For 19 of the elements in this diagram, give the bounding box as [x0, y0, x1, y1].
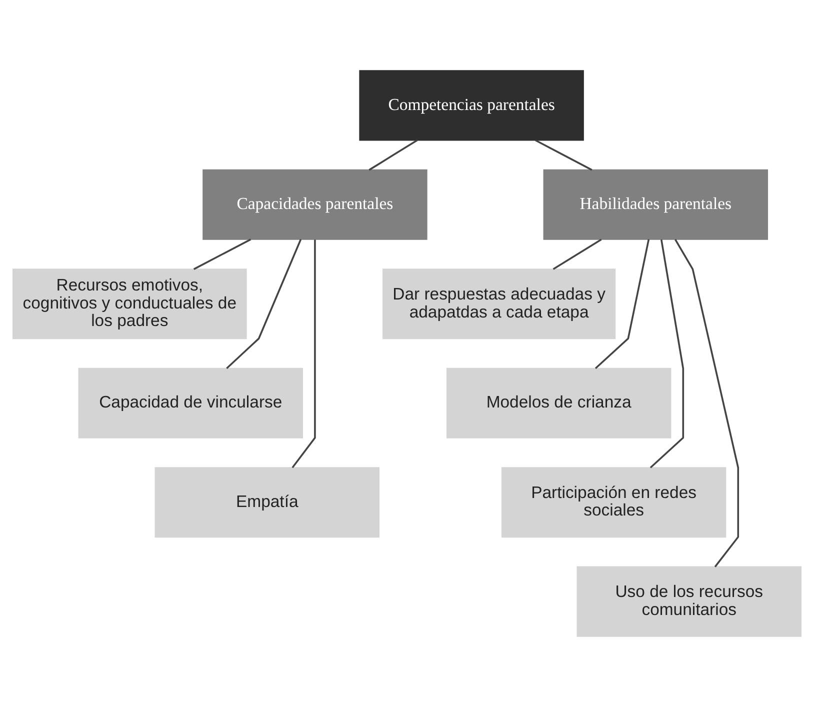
node-box: Uso de los recursos comunitarios — [576, 566, 802, 637]
connector — [535, 139, 592, 171]
connector — [368, 139, 418, 171]
connector — [674, 238, 740, 568]
connector — [594, 239, 650, 370]
node-box: Recursos emotivos, cognitivos y conductuales de los padres — [12, 268, 247, 340]
node-box: Capacidad de vincularse — [78, 368, 303, 438]
connector — [226, 239, 302, 370]
node-box: Competencias parentales — [359, 70, 584, 141]
connector — [193, 238, 252, 270]
connector — [552, 238, 602, 270]
node-box: Participación en redes sociales — [501, 467, 726, 538]
connector — [650, 239, 684, 468]
node-box: Modelos de crianza — [446, 368, 672, 438]
node-box: Habilidades parentales — [543, 169, 768, 240]
node-box: Dar respuestas adecuadas y adapatdas a cada etapa — [382, 268, 616, 340]
node-box: Empatía — [154, 467, 380, 538]
node-box: Capacidades parentales — [202, 169, 428, 240]
connector — [292, 240, 316, 468]
